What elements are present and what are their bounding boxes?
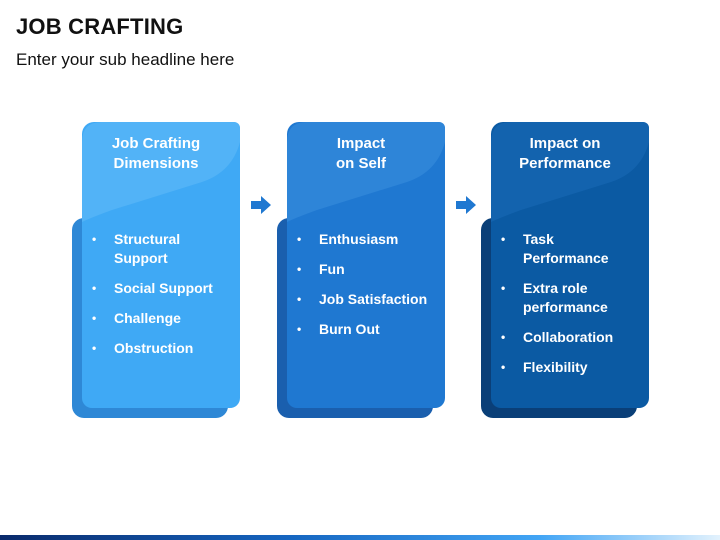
list-item: •Enthusiasm (297, 231, 399, 247)
list-item: •Extra role performance (501, 280, 608, 315)
list-item: •Flexibility (501, 359, 588, 375)
list-item: •Burn Out (297, 321, 380, 337)
bullet-icon: • (92, 281, 97, 295)
list-item: •Obstruction (92, 340, 194, 356)
list-item: •Job Satisfaction (297, 291, 428, 307)
card-list: •Task Performance •Extra role performanc… (491, 230, 643, 388)
list-item: •Fun (297, 261, 345, 277)
bullet-icon: • (92, 311, 97, 325)
card-impact-on-self: Impact on Self •Enthusiasm •Fun •Job Sat… (277, 122, 445, 418)
card-heading: Job Crafting Dimensions (111, 135, 201, 172)
card-header-fold (82, 122, 240, 222)
list-item: •Collaboration (501, 329, 614, 345)
footer-gradient-bar (0, 535, 720, 540)
bullet-icon: • (297, 292, 302, 306)
arrow-right-icon (251, 196, 271, 214)
page-title: JOB CRAFTING (16, 14, 184, 39)
card-header-fold (287, 122, 445, 222)
bullet-icon: • (297, 322, 302, 336)
card-job-crafting-dimensions: Job Crafting Dimensions •Structural Supp… (72, 122, 240, 418)
bullet-icon: • (92, 341, 97, 355)
card-list: •Enthusiasm •Fun •Job Satisfaction •Burn… (287, 230, 439, 350)
bullet-icon: • (501, 330, 506, 344)
card-header-fold (491, 122, 649, 222)
card-list: •Structural Support •Social Support •Cha… (82, 230, 234, 369)
arrow-right-icon (456, 196, 476, 214)
list-item: •Social Support (92, 280, 213, 296)
bullet-icon: • (297, 262, 302, 276)
bullet-icon: • (501, 360, 506, 374)
card-impact-on-performance: Impact on Performance •Task Performance … (481, 122, 649, 418)
list-item: •Challenge (92, 310, 181, 326)
card-heading: Impact on Self (335, 135, 386, 172)
bullet-icon: • (501, 281, 506, 295)
list-item: •Task Performance (501, 231, 609, 266)
bullet-icon: • (92, 232, 97, 246)
bullet-icon: • (297, 232, 302, 246)
page-subtitle: Enter your sub headline here (16, 50, 235, 69)
bullet-icon: • (501, 232, 506, 246)
card-heading: Impact on Performance (519, 135, 611, 172)
list-item: •Structural Support (92, 231, 181, 266)
